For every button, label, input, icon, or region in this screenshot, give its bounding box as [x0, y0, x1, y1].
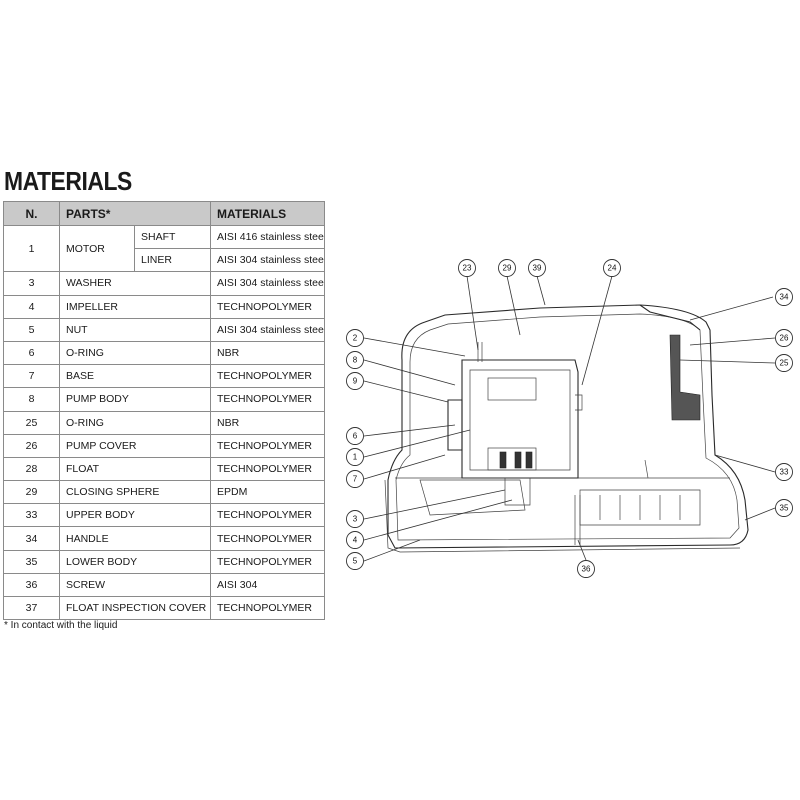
- cell-part: FLOAT INSPECTION COVER: [58, 595, 212, 621]
- svg-text:9: 9: [353, 377, 358, 386]
- svg-text:4: 4: [353, 536, 358, 545]
- cell-number: 36: [3, 572, 60, 598]
- cell-material: TECHNOPOLYMER: [210, 503, 326, 528]
- svg-text:2: 2: [353, 334, 358, 343]
- svg-text:1: 1: [353, 453, 358, 462]
- callout-39: 39: [528, 259, 546, 277]
- cell-part: IMPELLER: [58, 294, 212, 319]
- cell-number: 34: [3, 526, 60, 551]
- svg-text:34: 34: [780, 293, 789, 302]
- svg-text:7: 7: [353, 475, 358, 484]
- cell-material: TECHNOPOLYMER: [210, 549, 326, 574]
- leader-lines: [363, 275, 776, 562]
- cell-part: FLOAT: [58, 456, 212, 482]
- header-materials: MATERIALS: [210, 201, 326, 226]
- motor-assembly: [419, 359, 583, 516]
- callout-23: 23: [458, 259, 476, 277]
- table-row: LINER AISI 304 stainless steel: [4, 248, 326, 273]
- svg-text:5: 5: [353, 557, 358, 566]
- callout-7: 7: [346, 470, 364, 488]
- callout-33: 33: [775, 463, 793, 481]
- handle-shape: [639, 304, 701, 421]
- callout-36: 36: [577, 560, 595, 578]
- cell-part: UPPER BODY: [58, 503, 212, 528]
- cell-material: TECHNOPOLYMER: [210, 595, 326, 621]
- cell-material: TECHNOPOLYMER: [210, 526, 326, 551]
- float-shaft: [477, 342, 581, 545]
- cell-material: EPDM: [210, 480, 326, 505]
- header-parts: PARTS*: [58, 201, 212, 226]
- cell-material: TECHNOPOLYMER: [210, 294, 326, 319]
- cell-part: BASE: [58, 364, 212, 389]
- cell-material: NBR: [210, 340, 326, 366]
- cell-material: AISI 304 stainless steel: [210, 271, 326, 296]
- callout-5: 5: [346, 552, 364, 570]
- callout-1: 1: [346, 448, 364, 466]
- cell-part: PUMP COVER: [58, 433, 212, 458]
- cell-material: TECHNOPOLYMER: [210, 433, 326, 458]
- callout-24: 24: [603, 259, 621, 277]
- svg-text:8: 8: [353, 356, 358, 365]
- callout-35: 35: [775, 499, 793, 517]
- callout-4: 4: [346, 531, 364, 549]
- svg-text:23: 23: [463, 264, 472, 273]
- table-row: 1 MOTOR SHAFT AISI 416 stainless steel: [3, 224, 326, 273]
- cell-material: TECHNOPOLYMER: [210, 456, 326, 482]
- cell-part: NUT: [58, 317, 212, 342]
- cell-subpart: SHAFT: [133, 224, 212, 250]
- svg-text:35: 35: [780, 504, 789, 513]
- page-title: MATERIALS: [4, 166, 132, 196]
- svg-text:33: 33: [780, 468, 789, 477]
- cell-part: SCREW: [58, 572, 212, 598]
- cell-number: 33: [3, 503, 60, 528]
- pump-housing-outline: [384, 304, 749, 553]
- callout-8: 8: [346, 351, 364, 369]
- header-number: N.: [3, 201, 60, 226]
- svg-text:25: 25: [780, 359, 789, 368]
- svg-text:6: 6: [353, 432, 358, 441]
- cell-material: AISI 304: [210, 572, 326, 598]
- svg-text:36: 36: [582, 565, 591, 574]
- callout-25: 25: [775, 354, 793, 372]
- cell-number: 5: [3, 317, 60, 342]
- callout-2: 2: [346, 329, 364, 347]
- callout-9: 9: [346, 372, 364, 390]
- cell-part: CLOSING SPHERE: [58, 480, 212, 505]
- callout-34: 34: [775, 288, 793, 306]
- cell-number: 6: [3, 340, 60, 366]
- cell-material: TECHNOPOLYMER: [210, 387, 326, 412]
- callout-3: 3: [346, 510, 364, 528]
- footnote: * In contact with the liquid: [4, 620, 118, 631]
- cell-material: TECHNOPOLYMER: [210, 364, 326, 389]
- cell-part: PUMP BODY: [58, 387, 212, 412]
- svg-text:39: 39: [533, 264, 542, 273]
- svg-text:29: 29: [503, 264, 512, 273]
- cell-part: MOTOR: [59, 224, 135, 273]
- cell-part: HANDLE: [58, 526, 212, 551]
- cell-number: 7: [3, 364, 60, 389]
- svg-text:24: 24: [608, 264, 617, 273]
- callout-29: 29: [498, 259, 516, 277]
- svg-text:3: 3: [353, 515, 358, 524]
- materials-table: N. PARTS* MATERIALS 1 MOTOR SHAFT AISI 4…: [3, 201, 326, 621]
- svg-text:26: 26: [780, 334, 789, 343]
- table-header-row: N. PARTS* MATERIALS: [3, 201, 326, 226]
- callout-26: 26: [775, 329, 793, 347]
- callout-6: 6: [346, 427, 364, 445]
- cell-number: 37: [3, 595, 60, 621]
